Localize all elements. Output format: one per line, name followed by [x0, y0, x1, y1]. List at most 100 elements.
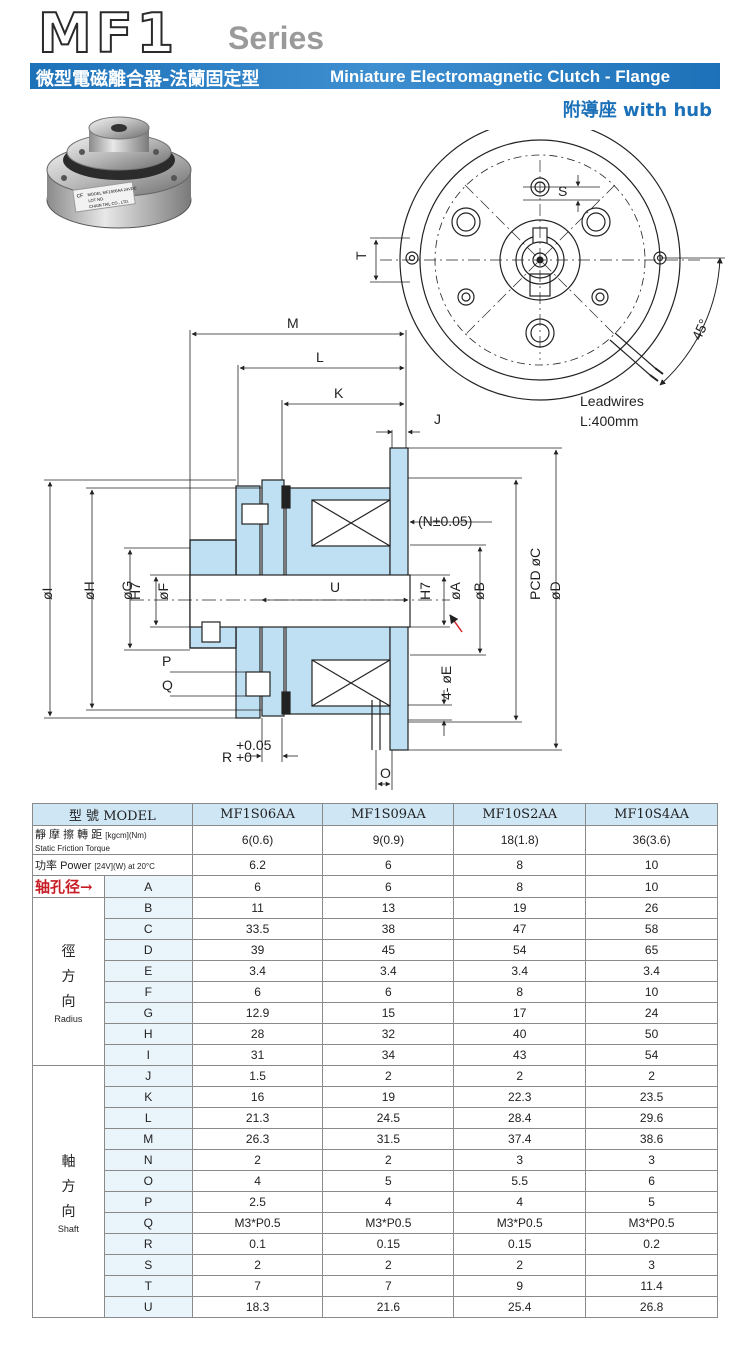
- group-label-char: 軸: [61, 1153, 76, 1169]
- table-cell: 28: [191, 1023, 324, 1045]
- table-cell: 34: [322, 1044, 455, 1066]
- table-cell: 38.6: [585, 1128, 718, 1150]
- red-pointer-arrow: [449, 614, 463, 633]
- dim-R-tol-upper: +0.05: [236, 737, 272, 753]
- dim-T-label: T: [353, 251, 369, 260]
- dim-K-label: K: [334, 385, 344, 401]
- dim-E-label: 4- øE: [438, 666, 454, 700]
- header: MF1 Series 微型電磁離合器-法蘭固定型 Miniature Elect…: [0, 0, 750, 130]
- table-cell: 21.6: [322, 1296, 455, 1318]
- table-cell: 65: [585, 939, 718, 961]
- row-key: O: [103, 1170, 193, 1192]
- table-cell: 22.3: [453, 1086, 587, 1108]
- photo-label-line: MODEL MF1S06AA 24VDC: [87, 185, 137, 197]
- dimension-lines: [44, 330, 562, 790]
- table-cell: 3.4: [191, 960, 324, 982]
- table-cell: 2.5: [191, 1191, 324, 1213]
- table-cell: 2: [453, 1254, 587, 1276]
- title-zh: 微型電磁離合器-法蘭固定型: [36, 69, 260, 90]
- table-cell: 45: [322, 939, 455, 961]
- table-cell: 10: [585, 875, 718, 898]
- dim-L-label: L: [316, 349, 324, 365]
- table-cell: 8: [453, 854, 587, 876]
- series-label: Series: [228, 20, 325, 56]
- row-key: C: [103, 918, 193, 940]
- table-cell: 31.5: [322, 1128, 455, 1150]
- torque-label-en: Static Friction Torque: [35, 844, 110, 853]
- model-name: MF10S4AA: [585, 803, 718, 826]
- side-view: [130, 447, 450, 751]
- row-key: H: [103, 1023, 193, 1045]
- row-key: F: [103, 981, 193, 1003]
- table-cell: 3.4: [453, 960, 587, 982]
- table-cell: 2: [191, 1254, 324, 1276]
- spec-table: 型 號 MODEL MF1S06AA MF1S09AA MF10S2AA MF1…: [32, 803, 718, 1318]
- table-cell: 18.3: [191, 1296, 324, 1318]
- table-cell: 4: [191, 1170, 324, 1192]
- power-label: 功率 Power [24V](W) at 20°C: [32, 854, 193, 876]
- table-cell: M3*P0.5: [322, 1212, 455, 1234]
- table-cell: 28.4: [453, 1107, 587, 1129]
- table-cell: 0.2: [585, 1233, 718, 1255]
- table-cell: 25.4: [453, 1296, 587, 1318]
- hub-label-en: with hub: [623, 100, 712, 121]
- front-view: [370, 130, 725, 401]
- table-cell: 3.4: [322, 960, 455, 982]
- table-cell: 33.5: [191, 918, 324, 940]
- table-cell: 58: [585, 918, 718, 940]
- table-row: 靜 摩 擦 轉 距 [kgcm](Nm) Static Friction Tor…: [32, 825, 718, 855]
- table-cell: 43: [453, 1044, 587, 1066]
- table-cell: 8: [453, 875, 587, 898]
- table-cell: 0.15: [453, 1233, 587, 1255]
- row-key: I: [103, 1044, 193, 1066]
- row-key: B: [103, 897, 193, 919]
- table-cell: 13: [322, 897, 455, 919]
- table-cell: 40: [453, 1023, 587, 1045]
- table-cell: 7: [322, 1275, 455, 1297]
- table-cell: 39: [191, 939, 324, 961]
- table-cell: 3: [585, 1149, 718, 1171]
- power-label-en: Power: [60, 860, 92, 872]
- dim-N-label: (N±0.05): [418, 513, 472, 529]
- model-name: MF10S2AA: [453, 803, 587, 826]
- row-key: M: [103, 1128, 193, 1150]
- table-cell: 7: [191, 1275, 324, 1297]
- shaft-bore-annotation: 轴孔径→: [32, 875, 105, 898]
- table-cell: 2: [585, 1065, 718, 1087]
- dim-B-label: øB: [471, 582, 487, 600]
- photo-label-brand: CF: [76, 193, 83, 200]
- dim-J-label: J: [434, 411, 441, 427]
- table-cell: 3: [453, 1149, 587, 1171]
- table-cell: 2: [322, 1065, 455, 1087]
- table-cell: 54: [453, 939, 587, 961]
- table-cell: 11: [191, 897, 324, 919]
- table-cell: M3*P0.5: [585, 1212, 718, 1234]
- table-cell: 0.15: [322, 1233, 455, 1255]
- table-cell: 19: [453, 897, 587, 919]
- table-cell: 19: [322, 1086, 455, 1108]
- table-cell: 15: [322, 1002, 455, 1024]
- dim-F-label: øF: [155, 583, 171, 600]
- product-photo: CF MODEL MF1S06AA 24VDC LOT NO. CHAIN TA…: [46, 116, 192, 229]
- leadwire-length-label: L:400mm: [580, 413, 638, 429]
- table-cell: 31: [191, 1044, 324, 1066]
- dim-I-label: øI: [39, 588, 55, 600]
- row-key: N: [103, 1149, 193, 1171]
- table-cell: 21.3: [191, 1107, 324, 1129]
- table-row: 轴孔径→ A 6 6 8 10: [32, 875, 718, 898]
- hub-label: 附導座 with hub: [563, 96, 712, 122]
- photo-label-line: LOT NO.: [88, 196, 104, 203]
- title-en: Miniature Electromagnetic Clutch - Flang…: [330, 67, 671, 106]
- table-cell: 26.8: [585, 1296, 718, 1318]
- dim-G-label: øG: [119, 581, 135, 600]
- row-key: G: [103, 1002, 193, 1024]
